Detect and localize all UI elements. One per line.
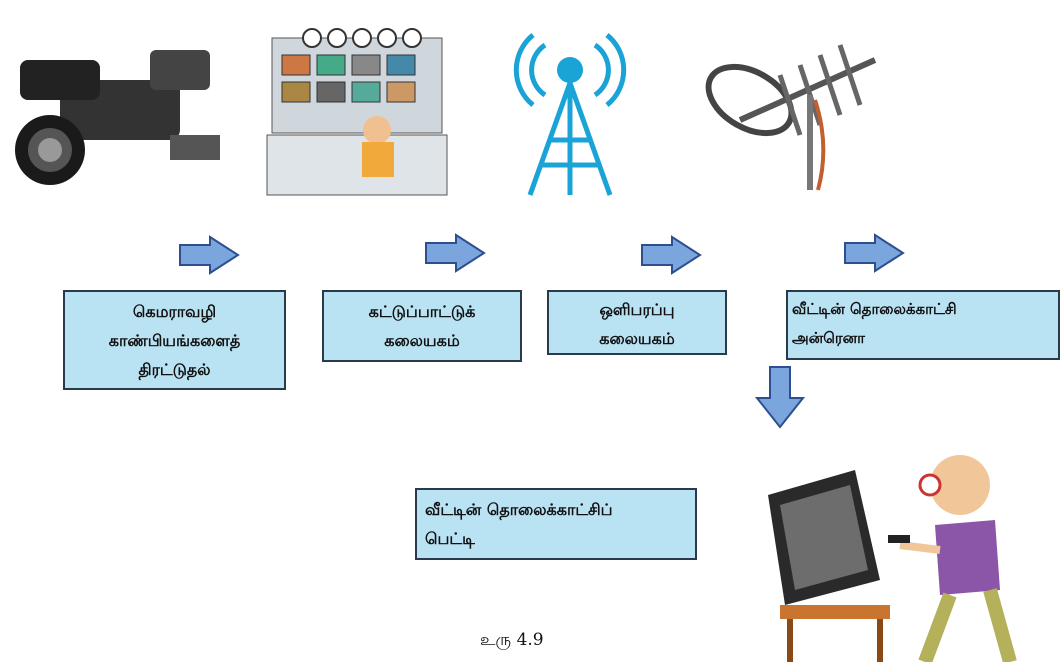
step-label-line: ஒளிபரப்பு	[599, 300, 675, 319]
arrow-right-icon	[424, 233, 486, 273]
step-antenna-box: வீட்டின் தொலைக்காட்சி அன்ரெனா	[786, 290, 1060, 360]
arrow-down-icon	[755, 365, 805, 430]
tv-antenna-icon	[690, 25, 890, 195]
arrow-right-icon	[843, 233, 905, 273]
final-tv-box: வீட்டின் தொலைக்காட்சிப் பெட்டி	[415, 488, 697, 560]
step-broadcast-box: ஒளிபரப்பு கலையகம்	[547, 290, 727, 355]
step-label-line: கெமராவழி	[132, 302, 217, 321]
step-label-line: கலையகம்	[599, 329, 675, 348]
arrow-right-icon	[640, 235, 702, 275]
final-label-line: வீட்டின் தொலைக்காட்சிப்	[425, 500, 613, 519]
step-label-line: கட்டுப்பாட்டுக்	[368, 302, 476, 321]
step-label-line: வீட்டின் தொலைக்காட்சி	[792, 300, 957, 318]
step-label-line: கலையகம்	[384, 331, 460, 350]
control-room-icon	[262, 20, 452, 202]
step-label-line: காண்பியங்களைத்	[108, 331, 241, 350]
step-camera-box: கெமராவழி காண்பியங்களைத் திரட்டுதல்	[63, 290, 286, 390]
final-label-line: பெட்டி	[425, 529, 475, 548]
figure-caption: உரு 4.9	[480, 630, 544, 650]
broadcast-tower-icon	[505, 15, 635, 200]
step-control-box: கட்டுப்பாட்டுக் கலையகம்	[322, 290, 522, 362]
person-watching-tv-icon	[760, 440, 1020, 665]
video-camera-icon	[0, 20, 240, 200]
step-label-line: திரட்டுதல்	[138, 360, 211, 379]
arrow-right-icon	[178, 235, 240, 275]
step-label-line: அன்ரெனா	[792, 329, 866, 347]
